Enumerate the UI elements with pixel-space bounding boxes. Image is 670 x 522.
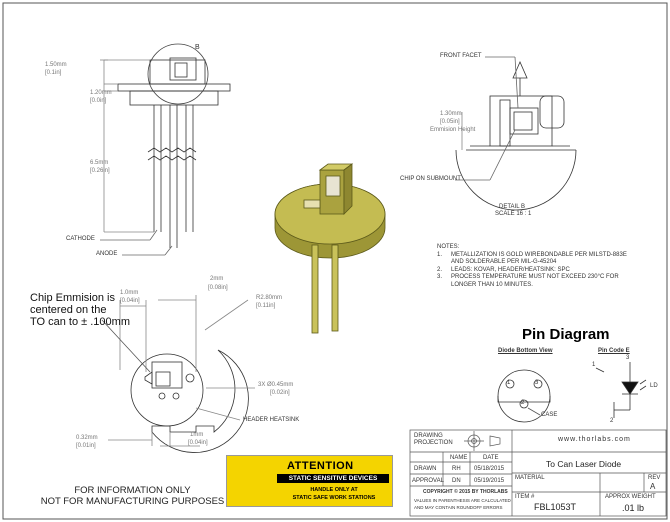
footer-line-1: FOR INFORMATION ONLY bbox=[74, 485, 191, 496]
dim-1mm-inch: [0.04in] bbox=[188, 440, 208, 446]
approx-weight-label: APPROX WEIGHT bbox=[605, 494, 656, 500]
pin-2-schematic: 2 bbox=[610, 418, 614, 424]
material-label: MATERIAL bbox=[515, 475, 545, 481]
dim-0-32mm-inch: [0.01in] bbox=[76, 443, 96, 449]
attention-title: ATTENTION bbox=[287, 460, 354, 472]
front-facet-label: FRONT FACET bbox=[440, 53, 482, 59]
notes-header: NOTES: bbox=[437, 244, 460, 250]
notes-block: NOTES: 1.METALLIZATION IS GOLD WIREBONDA… bbox=[437, 244, 627, 289]
dim-2mm: 2mm bbox=[210, 276, 224, 282]
pin-diagram-graphic bbox=[497, 362, 647, 423]
drawn-label: DRAWN bbox=[414, 466, 437, 472]
name-header: NAME bbox=[450, 455, 468, 461]
pin-code-label: Pin Code E bbox=[598, 348, 630, 354]
dim-0-32mm: 0.32mm bbox=[76, 435, 98, 441]
anode-label: ANODE bbox=[96, 251, 118, 257]
pin-1-schematic: 1 bbox=[592, 362, 596, 368]
dim-2mm-inch: [0.08in] bbox=[208, 285, 228, 291]
information-footer: FOR INFORMATION ONLY NOT FOR MANUFACTURI… bbox=[40, 485, 225, 508]
drawn-name: RH bbox=[452, 466, 461, 472]
pin-3-schematic: 3 bbox=[626, 355, 630, 361]
header-heatsink-label: HEADER HEATSINK bbox=[243, 417, 300, 423]
to-can-3d bbox=[274, 163, 386, 334]
pin-1-bottom: 1 bbox=[507, 380, 511, 386]
dim-0-45mm-inch: [0.02in] bbox=[270, 390, 290, 396]
footer-line-2: NOT FOR MANUFACTURING PURPOSES bbox=[40, 495, 225, 507]
drawing-projection-label: DRAWING bbox=[414, 433, 443, 439]
pin-diagram-title: Pin Diagram bbox=[522, 326, 610, 343]
dim-0-45mm: 3X Ø0.45mm bbox=[258, 382, 294, 388]
dim-r2-80mm: R2.80mm bbox=[256, 295, 283, 301]
approval-name: DN bbox=[452, 478, 461, 484]
chip-emission-note-line-2: centered on the bbox=[30, 304, 107, 316]
detail-b-view bbox=[455, 56, 577, 211]
pin-3-bottom: 3 bbox=[535, 380, 539, 386]
description-label: To Can Laser Diode bbox=[546, 459, 622, 469]
ld-label: LD bbox=[650, 383, 658, 389]
item-number: FBL1053T bbox=[534, 502, 577, 512]
dim-1-30mm-inch: [0.05in] bbox=[440, 119, 460, 125]
dim-1mm: 1mm bbox=[190, 432, 204, 438]
bottom-view bbox=[101, 295, 255, 453]
values-note-line-2: AND MAY CONTAIN ROUNDOFF ERRORS bbox=[414, 505, 503, 510]
approval-label: APPROVAL bbox=[412, 478, 444, 484]
diode-bottom-view-label: Diode Bottom View bbox=[498, 348, 553, 354]
drawn-date: 05/18/2015 bbox=[474, 466, 505, 472]
dim-1-30mm: 1.30mm bbox=[440, 111, 462, 117]
cathode-label: CATHODE bbox=[66, 236, 95, 242]
case-label: CASE bbox=[541, 412, 558, 418]
detail-b-title: DETAIL B bbox=[499, 204, 526, 210]
item-label: ITEM # bbox=[515, 494, 535, 500]
values-note-line-1: VALUES IN PARENTHESIS ARE CALCULATED bbox=[414, 498, 511, 503]
attention-bar: STATIC SENSITIVE DEVICES bbox=[277, 474, 389, 483]
dim-1-50mm: 1.50mm bbox=[45, 62, 67, 68]
note-item: 3.PROCESS TEMPERATURE MUST NOT EXCEED 23… bbox=[437, 274, 619, 288]
dim-1-0mm-inch: [0.04in] bbox=[120, 298, 140, 304]
dim-1-50mm-inch: [0.1in] bbox=[45, 70, 62, 76]
dim-r2-80mm-inch: [0.11in] bbox=[256, 303, 276, 309]
approval-date: 05/19/2015 bbox=[474, 478, 505, 484]
projection-label: PROJECTION bbox=[414, 440, 453, 446]
dim-1-20mm: 1.20mm bbox=[90, 90, 112, 96]
side-view bbox=[100, 43, 231, 256]
detail-b-scale: SCALE 16 : 1 bbox=[495, 211, 532, 217]
dim-6-5mm-inch: [0.26in] bbox=[90, 168, 110, 174]
chip-on-submount-label: CHIP ON SUBMOUNT bbox=[400, 176, 461, 182]
rev-label: REV bbox=[648, 475, 661, 481]
chip-emission-note-line-3: TO can to ± .100mm bbox=[30, 316, 130, 328]
pin-2-bottom: 2 bbox=[521, 400, 525, 406]
note-item: 2.LEADS: KOVAR, HEADER/HEATSINK: SPC bbox=[437, 266, 570, 273]
copyright-label: COPYRIGHT © 2015 BY THORLABS bbox=[423, 489, 508, 495]
dim-1-20mm-inch: [0.0in] bbox=[90, 98, 107, 104]
note-item: 1.METALLIZATION IS GOLD WIREBONDABLE PER… bbox=[437, 251, 627, 266]
attention-line-1: HANDLE ONLY AT bbox=[310, 487, 358, 493]
approx-weight-value: .01 lb bbox=[622, 503, 645, 513]
attention-label: ATTENTION STATIC SENSITIVE DEVICES HANDL… bbox=[226, 455, 393, 507]
chip-emission-note-line-1: Chip Emmision is bbox=[30, 292, 115, 304]
attention-line-2: STATIC SAFE WORK STATIONS bbox=[292, 495, 376, 501]
title-block bbox=[409, 429, 667, 517]
detail-b-marker: B bbox=[195, 44, 200, 51]
emission-height-label: Emmision Height bbox=[430, 127, 476, 133]
date-header: DATE bbox=[483, 455, 499, 461]
dim-1-0mm: 1.0mm bbox=[120, 290, 139, 296]
rev-value: A bbox=[650, 482, 656, 491]
website-label: www.thorlabs.com bbox=[558, 436, 631, 443]
dim-6-5mm: 6.5mm bbox=[90, 160, 109, 166]
